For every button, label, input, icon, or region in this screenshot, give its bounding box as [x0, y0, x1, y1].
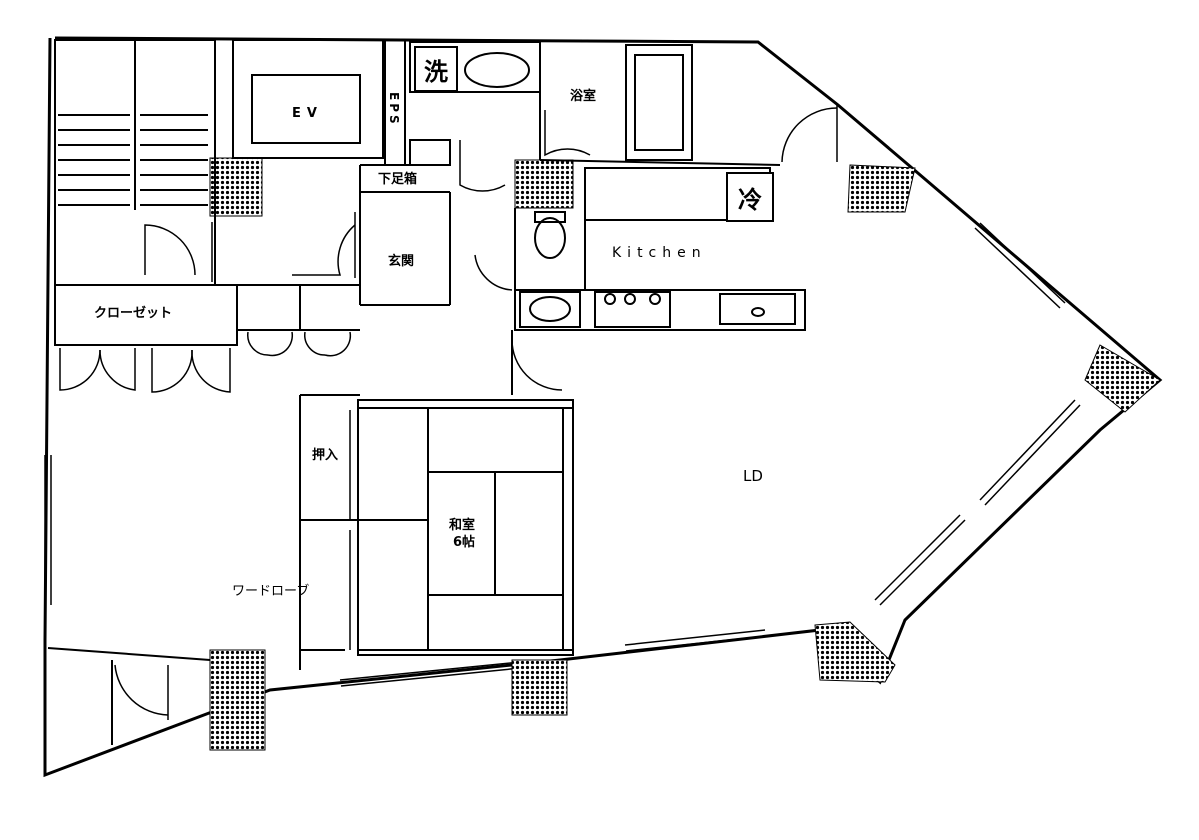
kitchen-label: Kitchen: [612, 245, 707, 261]
structural-columns: [209, 157, 1161, 751]
fridge-symbol: 冷: [726, 172, 774, 222]
bathroom-label: 浴室: [570, 89, 597, 104]
entrance-label: 玄関: [388, 254, 415, 269]
washitsu-label-line2: 6帖: [453, 535, 476, 550]
eps-label: EPS: [387, 92, 401, 127]
interior-walls: [47, 39, 806, 745]
closet-label: クローゼット: [94, 306, 173, 321]
windows: [44, 222, 1081, 687]
washer-symbol: 洗: [414, 46, 458, 92]
wardrobe-label: ワードローブ: [232, 584, 310, 599]
oshiire-label: 押入: [312, 448, 339, 463]
outer-walls: [43, 36, 1163, 778]
washitsu-label-line1: 和室: [449, 518, 476, 533]
living-dining-label: LD: [743, 467, 763, 485]
ev-label: EV: [292, 106, 323, 121]
door-swings: [59, 105, 838, 720]
shoe-box-label: 下足箱: [378, 172, 418, 187]
